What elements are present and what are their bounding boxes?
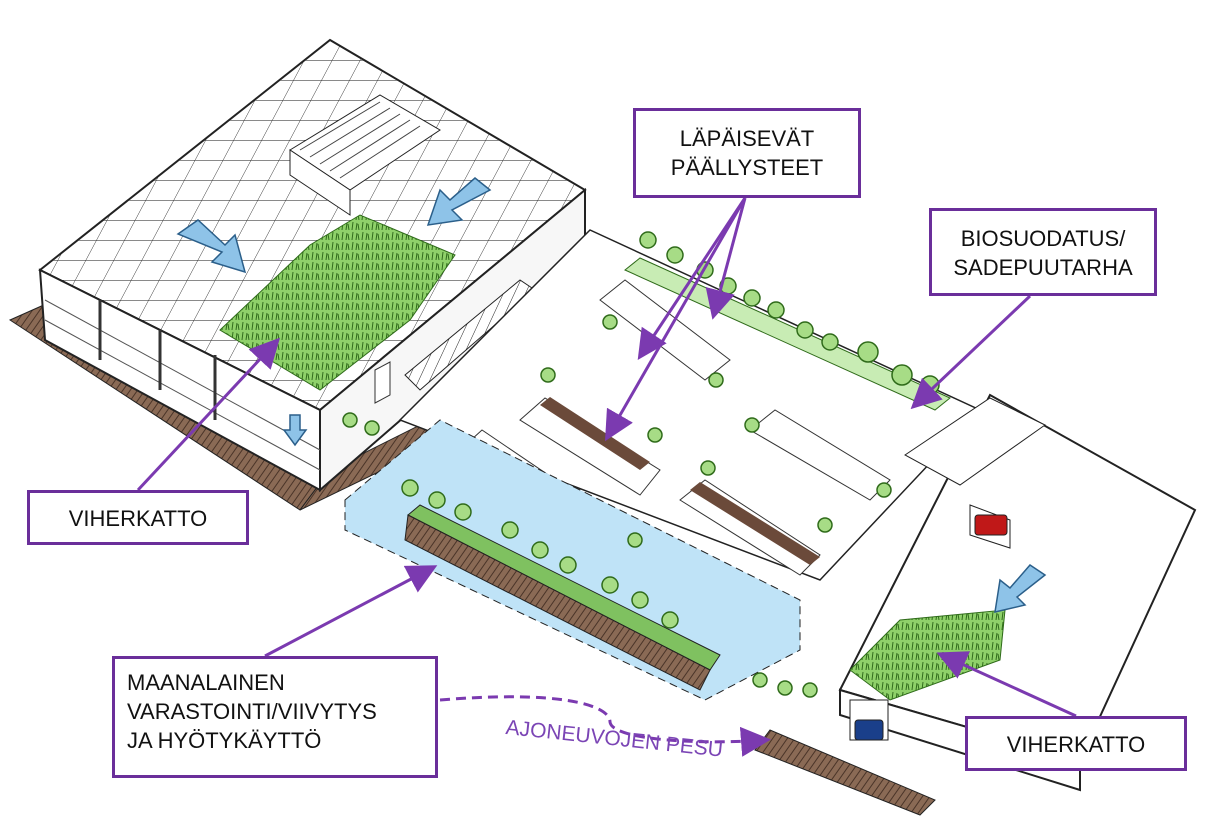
label-green-roof-right: VIHERKATTO [965, 716, 1187, 771]
label-line: PÄÄLLYSTEET [636, 153, 858, 182]
label-permeable-pavements: LÄPÄISEVÄT PÄÄLLYSTEET [633, 108, 861, 198]
label-line: LÄPÄISEVÄT [636, 124, 858, 153]
label-underground-storage: MAANALAINEN VARASTOINTI/VIIVYTYS JA HYÖT… [112, 656, 438, 778]
red-car [975, 515, 1007, 535]
blue-car [855, 720, 883, 740]
label-line: VIHERKATTO [30, 504, 246, 533]
label-green-roof-left: VIHERKATTO [27, 490, 249, 545]
label-line: SADEPUUTARHA [932, 253, 1154, 282]
label-line: MAANALAINEN [127, 668, 435, 697]
label-line: VARASTOINTI/VIIVYTYS [127, 697, 435, 726]
label-line: JA HYÖTYKÄYTTÖ [127, 726, 435, 755]
label-line: VIHERKATTO [968, 730, 1184, 759]
ground-right [755, 730, 935, 815]
label-biofiltration: BIOSUODATUS/ SADEPUUTARHA [929, 208, 1157, 296]
label-line: BIOSUODATUS/ [932, 224, 1154, 253]
